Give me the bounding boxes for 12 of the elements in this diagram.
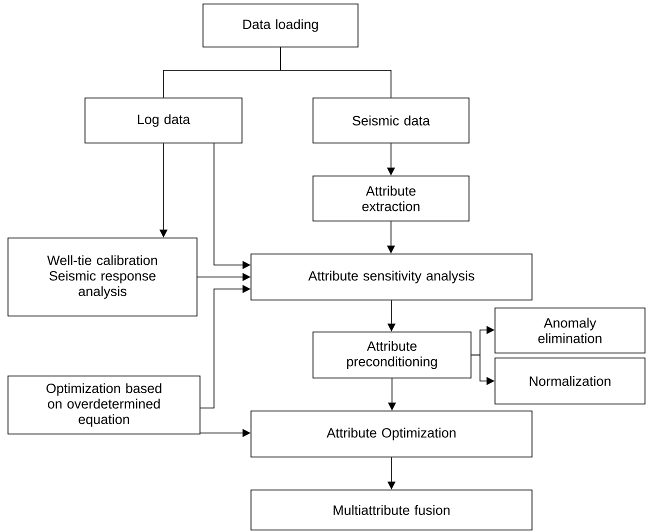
process-box: Attribute extraction — [312, 176, 470, 222]
process-box: Log data — [84, 98, 242, 144]
process-box: Attribute preconditioning — [312, 332, 472, 378]
process-box: Seismic data — [312, 98, 470, 144]
process-box: Attribute Optimization — [250, 410, 532, 458]
process-box: Anomaly elimination — [494, 308, 646, 354]
process-box: Multiattribute fusion — [250, 490, 532, 530]
process-box: Optimization based on overdetermined equation — [8, 376, 200, 434]
process-box: Well-tie calibration Seismic response analysis — [8, 238, 198, 316]
process-box: Normalization — [494, 358, 646, 404]
process-box: Data loading — [202, 4, 358, 48]
process-box: Attribute sensitivity analysis — [250, 254, 532, 300]
